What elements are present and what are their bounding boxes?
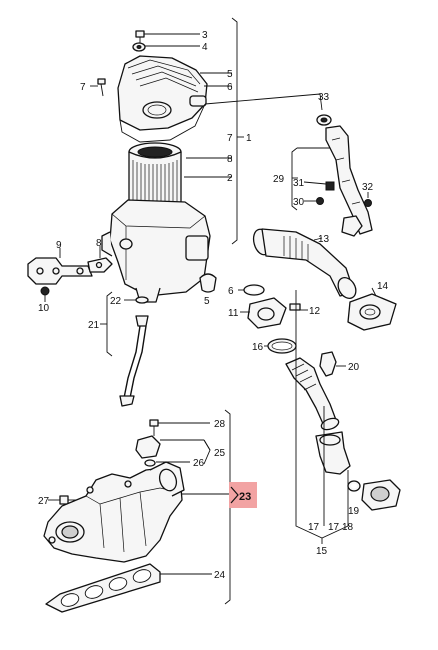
label-7: 7 (80, 82, 86, 93)
label-17b: 17 (328, 522, 340, 533)
screw-part-3 (135, 30, 145, 44)
nut-part-30 (316, 197, 324, 205)
label-6: 6 (227, 82, 233, 93)
washer-part-22 (135, 296, 149, 304)
label-1: 1 (246, 133, 252, 144)
nut-part-32 (364, 199, 372, 207)
bolt-part-31 (325, 181, 335, 191)
label-26: 26 (193, 458, 205, 469)
label-5: 5 (227, 69, 233, 80)
label-11: 11 (228, 308, 239, 319)
label-15: 15 (316, 546, 328, 557)
o-ring-part-19 (347, 480, 361, 492)
leader-lines (44, 17, 377, 605)
clamp-part-16 (267, 338, 297, 354)
bracket-part-8 (87, 257, 113, 273)
label-25: 25 (214, 448, 226, 459)
grommet-part-5 (199, 273, 217, 293)
label-5b: 5 (204, 296, 210, 307)
flange-part-14 (347, 293, 397, 331)
sensor-part-25 (135, 435, 161, 459)
label-10: 10 (38, 303, 50, 314)
label-27: 27 (38, 496, 50, 507)
screw-part-12 (289, 303, 301, 311)
label-6b: 6 (228, 286, 234, 297)
label-3: 3 (202, 30, 208, 41)
label-24: 24 (214, 570, 226, 581)
o-ring-part-6 (243, 284, 265, 296)
label-2: 2 (227, 173, 233, 184)
label-31: 31 (293, 178, 305, 189)
sensor-part-20 (319, 351, 337, 377)
connector-part-11 (247, 297, 287, 329)
intake-manifold-part-23 (43, 461, 185, 563)
highlight-arrow-icon (230, 486, 239, 504)
label-33: 33 (318, 92, 330, 103)
hose-part-17 (285, 357, 340, 431)
pipe-part-29 (325, 125, 373, 237)
label-17: 17 (308, 522, 320, 533)
label-32: 32 (362, 182, 374, 193)
label-8: 8 (227, 154, 233, 165)
label-7b: 7 (227, 133, 233, 144)
label-18: 18 (342, 522, 354, 533)
nut-part-10 (40, 286, 50, 296)
air-filter-cover-part-5 (117, 55, 208, 143)
label-22: 22 (110, 296, 122, 307)
air-filter-housing-part-2 (101, 199, 211, 303)
pipe-part-18 (315, 431, 351, 475)
highlight-box-23 (229, 482, 257, 508)
callout-labels: 3 4 5 6 7 7 1 8 2 33 29 31 30 32 13 14 9… (38, 30, 389, 581)
label-13: 13 (318, 234, 330, 245)
label-16: 16 (252, 342, 264, 353)
label-21: 21 (88, 320, 100, 331)
label-12: 12 (309, 306, 321, 317)
grommet-part-4 (132, 42, 146, 52)
intake-hose-part-13 (252, 228, 357, 299)
label-9: 9 (56, 240, 62, 251)
screw-part-7 (97, 78, 106, 97)
label-8b: 8 (96, 238, 102, 249)
valve-part (361, 479, 401, 511)
screw-part-28 (149, 419, 159, 436)
label-30: 30 (293, 197, 305, 208)
drain-hose-part-21 (119, 315, 149, 407)
label-23: 23 (239, 491, 251, 503)
clamp-part-33 (316, 114, 332, 126)
label-29: 29 (273, 174, 285, 185)
o-ring-part-26 (144, 459, 156, 467)
label-28: 28 (214, 419, 226, 430)
label-4: 4 (202, 42, 208, 53)
label-20: 20 (348, 362, 360, 373)
gasket-part-24 (45, 563, 161, 613)
label-19: 19 (348, 506, 360, 517)
bracket-part-9 (27, 257, 93, 285)
label-14: 14 (377, 281, 389, 292)
